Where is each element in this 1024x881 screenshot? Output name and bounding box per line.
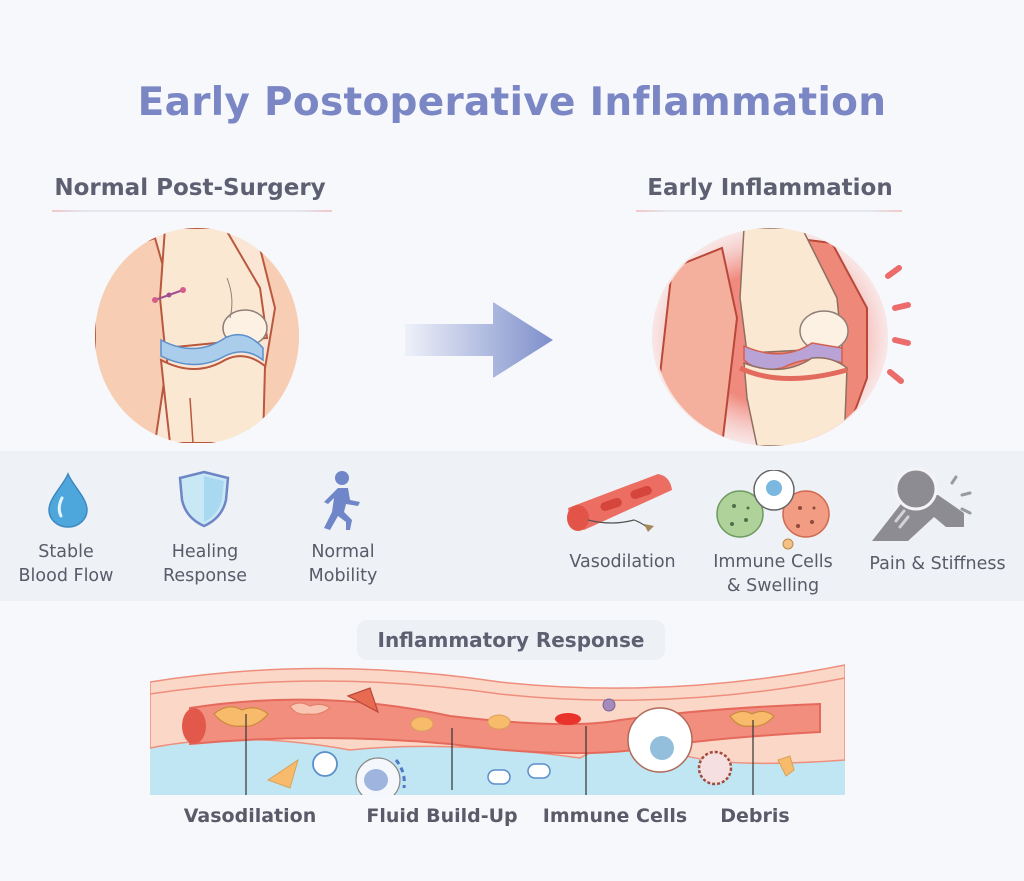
response-label-fluid-build-up: Fluid Build-Up bbox=[366, 805, 518, 827]
label-leader-lines bbox=[245, 714, 754, 795]
pain-lines bbox=[885, 265, 911, 384]
walking-person-icon bbox=[324, 471, 360, 530]
shield-icon bbox=[178, 470, 230, 528]
painful-joint-icon bbox=[872, 467, 972, 541]
early-inflammation-heading: Early Inflammation bbox=[647, 175, 893, 201]
water-drop-icon bbox=[48, 472, 88, 528]
arrow-right-icon bbox=[405, 302, 553, 378]
feature-label-normal-mobility: Normal Mobility bbox=[308, 542, 378, 586]
immune-cells-icon bbox=[716, 470, 830, 550]
feature-label-vasodilation: Vasodilation bbox=[569, 552, 676, 572]
page-title: Early Postoperative Inflammation bbox=[137, 80, 887, 125]
inflammatory-response-heading: Inflammatory Response bbox=[377, 628, 645, 652]
response-label-immune-cells: Immune Cells bbox=[542, 805, 688, 827]
normal-post-surgery-heading: Normal Post-Surgery bbox=[54, 175, 326, 201]
response-label-vasodilation: Vasodilation bbox=[183, 805, 317, 827]
right-heading-underline bbox=[636, 210, 902, 212]
feature-label-pain-stiffness: Pain & Stiffness bbox=[869, 554, 1006, 574]
feature-label-healing-response: Healing Response bbox=[162, 542, 248, 586]
normal-knee-illustration bbox=[95, 228, 299, 443]
feature-label-immune-cells-swelling: Immune Cells & Swelling bbox=[713, 552, 833, 596]
left-heading-underline bbox=[52, 210, 332, 212]
vessel-cross-section-diagram bbox=[150, 664, 845, 795]
features-band bbox=[0, 451, 1024, 601]
feature-label-stable-blood-flow: Stable Blood Flow bbox=[18, 542, 114, 586]
blood-vessel-icon bbox=[567, 474, 672, 532]
inflammatory-response-pill bbox=[357, 620, 665, 660]
inflamed-knee-illustration bbox=[652, 228, 911, 446]
response-label-debris: Debris bbox=[720, 805, 790, 827]
